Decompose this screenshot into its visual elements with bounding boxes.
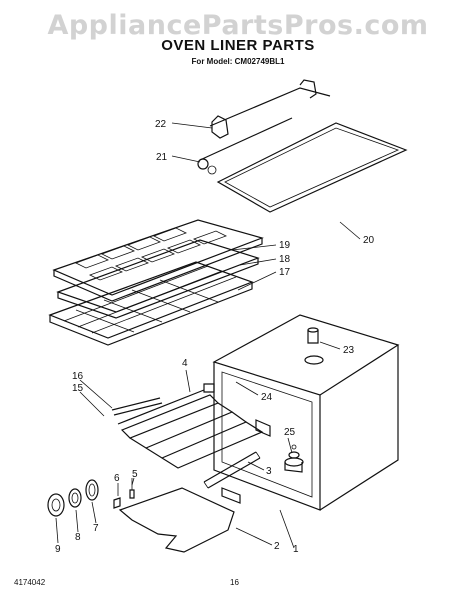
- terminal-block-part: [111, 397, 271, 504]
- lower-element-part: [118, 487, 235, 553]
- callout-18: 18: [279, 254, 291, 265]
- gasket-ring-part: [85, 479, 99, 501]
- broil-pan-part: [52, 219, 264, 302]
- callout-23: 23: [343, 345, 355, 356]
- callout-17: 17: [279, 267, 291, 278]
- callout-21: 21: [156, 152, 168, 163]
- callout-7: 7: [93, 523, 99, 534]
- broil-element-part: [203, 451, 261, 489]
- callout-19: 19: [279, 240, 291, 251]
- support-rod-part: [209, 79, 331, 139]
- oven-rack-part: [48, 261, 254, 346]
- callout-4: 4: [182, 358, 188, 369]
- callout-5: 5: [132, 469, 138, 480]
- callout-24: 24: [261, 392, 273, 403]
- callout-9: 9: [55, 544, 61, 555]
- callout-15: 15: [72, 383, 84, 394]
- washer-part: [68, 488, 82, 508]
- callout-3: 3: [266, 466, 272, 477]
- callout-20: 20: [363, 235, 375, 246]
- callout-25: 25: [284, 427, 296, 438]
- document-number: 4174042: [14, 578, 46, 587]
- callout-8: 8: [75, 532, 81, 543]
- callout-6: 6: [114, 473, 120, 484]
- vent-part: [304, 327, 324, 365]
- callout-2: 2: [274, 541, 280, 552]
- broil-pan-insert-part: [56, 239, 260, 319]
- diagram-title: OVEN LINER PARTS: [161, 37, 315, 54]
- door-gasket-part: [216, 122, 408, 213]
- callout-16: 16: [72, 371, 84, 382]
- model-subtitle: For Model: CM02749BL1: [191, 57, 285, 66]
- light-socket-part: [284, 444, 304, 473]
- watermark-text: AppliancePartsPros.com: [47, 10, 429, 41]
- callout-22: 22: [155, 119, 167, 130]
- page-number: 16: [230, 578, 239, 587]
- lamp-lens-part: [47, 493, 65, 517]
- hinge-rod-part: [197, 117, 293, 175]
- leader-lines: [55, 122, 361, 549]
- bake-element-part: [117, 383, 264, 469]
- callout-1: 1: [293, 544, 299, 555]
- oven-liner-cavity-part: [212, 314, 400, 511]
- clip-part: [113, 497, 121, 509]
